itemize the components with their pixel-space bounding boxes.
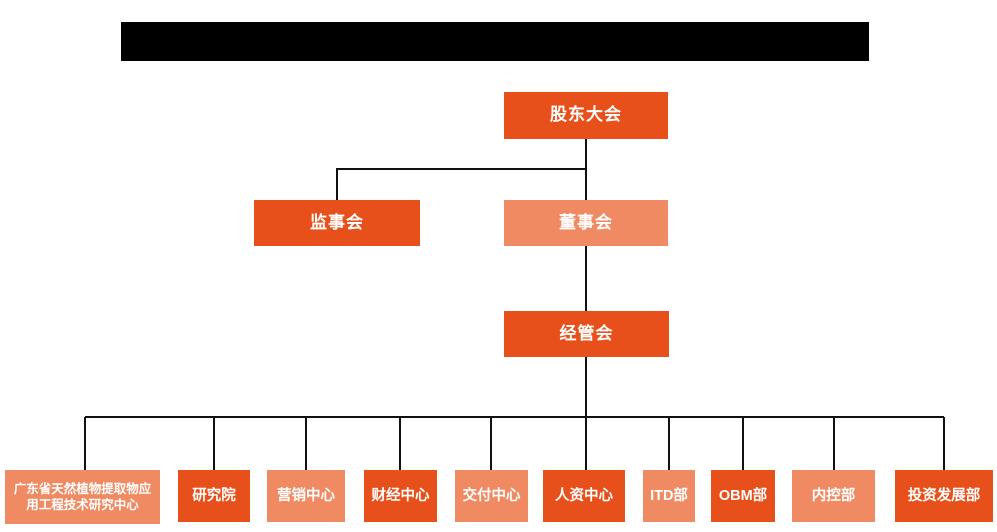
org-node-label: 财经中心 <box>371 487 430 504</box>
org-node-label: OBM部 <box>718 487 768 504</box>
org-node-label: 董事会 <box>559 212 613 232</box>
org-node-shareholders-meeting: 股东大会 <box>504 92 668 139</box>
org-node-marketing-center: 营销中心 <box>267 470 345 522</box>
org-node-internal-control-department: 内控部 <box>792 470 875 522</box>
org-node-board-of-directors: 董事会 <box>504 200 668 246</box>
org-node-hr-center: 人资中心 <box>543 470 625 522</box>
org-node-finance-center: 财经中心 <box>364 470 437 522</box>
org-node-label: 研究院 <box>192 487 236 504</box>
org-node-obm-department: OBM部 <box>711 470 775 522</box>
org-node-label: 股东大会 <box>550 105 622 125</box>
org-node-label: 经管会 <box>559 323 614 343</box>
org-node-label: 投资发展部 <box>907 487 981 504</box>
org-node-supervisory-board: 监事会 <box>254 200 420 246</box>
org-node-label: ITD部 <box>650 487 688 504</box>
org-node-label: 内控部 <box>811 487 856 504</box>
org-node-delivery-center: 交付中心 <box>455 470 528 522</box>
org-node-label: 交付中心 <box>462 487 521 504</box>
org-node-guangdong-research-center: 广东省天然植物提取物应用工程技术研究中心 <box>5 470 160 524</box>
org-node-itd-department: ITD部 <box>643 470 695 522</box>
redacted-title-bar <box>121 22 869 61</box>
org-node-label: 广东省天然植物提取物应用工程技术研究中心 <box>13 481 152 512</box>
org-node-investment-development-department: 投资发展部 <box>895 470 993 522</box>
org-node-research-institute: 研究院 <box>178 470 250 522</box>
org-node-label: 监事会 <box>310 212 364 232</box>
org-node-management-committee: 经管会 <box>504 311 669 357</box>
org-node-label: 人资中心 <box>555 487 613 504</box>
connector-branch-supervisory <box>336 168 586 200</box>
org-node-label: 营销中心 <box>277 487 335 504</box>
